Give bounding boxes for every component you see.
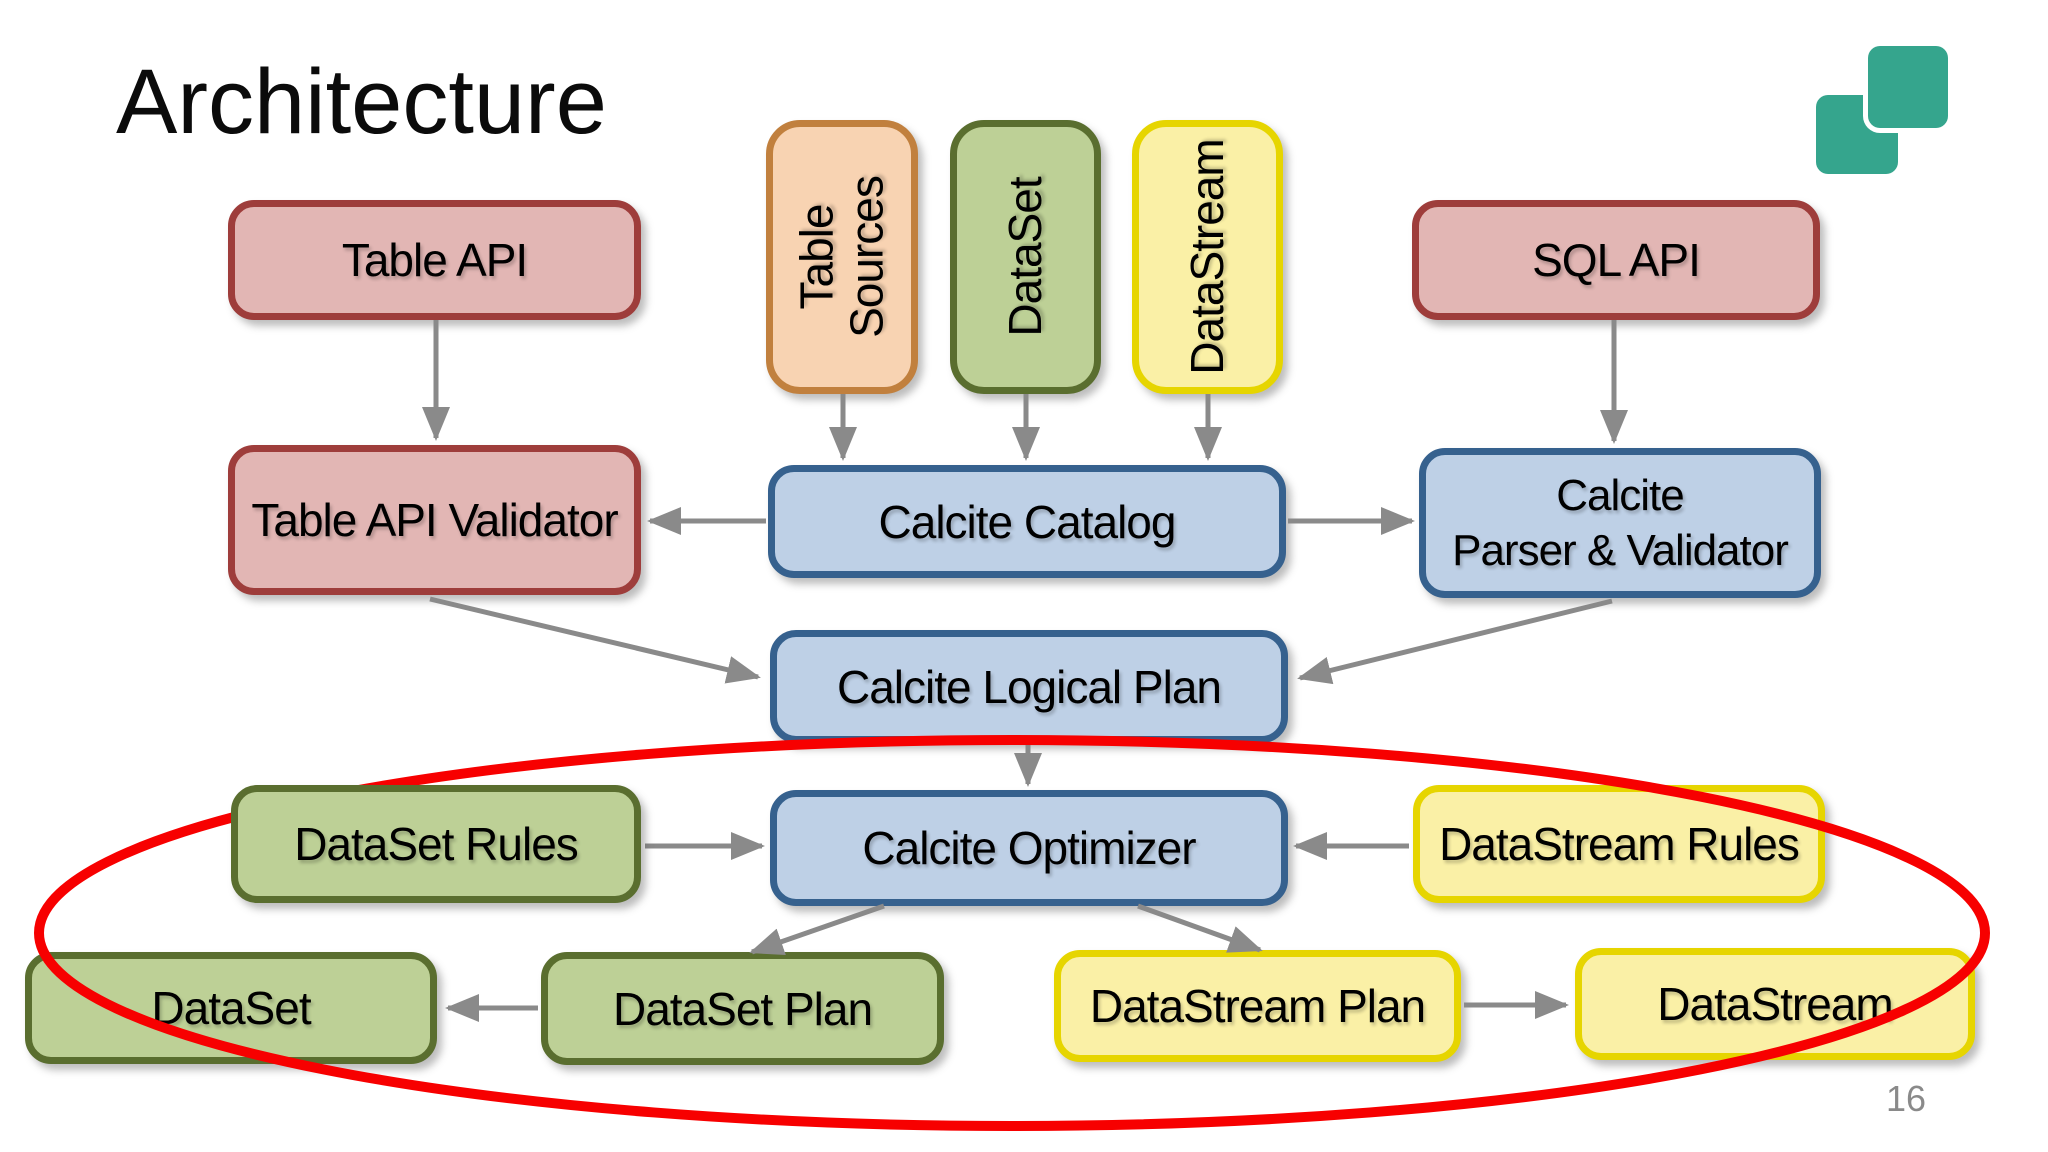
node-dataset-plan: DataSet Plan	[541, 952, 944, 1065]
node-datastream-output: DataStream	[1575, 948, 1975, 1060]
node-datastream-source: DataStream	[1132, 120, 1283, 394]
logo-square-front-icon	[1868, 46, 1948, 128]
node-datastream-rules: DataStream Rules	[1413, 785, 1825, 903]
node-label: Calcite Logical Plan	[836, 660, 1222, 713]
node-dataset-rules: DataSet Rules	[231, 785, 641, 903]
arrow-validator-to-logicalplan	[429, 596, 761, 684]
node-calcite-parser-validator: Calcite Parser & Validator	[1419, 448, 1821, 598]
node-label-line2: Parser & Validator	[1452, 526, 1789, 575]
node-label: Calcite Optimizer	[862, 822, 1196, 874]
node-label: DataSet Rules	[294, 818, 579, 870]
node-label: DataStream Plan	[1089, 980, 1426, 1032]
node-label: Table API Validator	[251, 494, 618, 546]
node-label: DataSet	[998, 177, 1051, 337]
arrow-optimizer-to-datasetplan	[749, 903, 885, 956]
node-table-api: Table API	[228, 200, 641, 320]
node-label: Calcite Catalog	[878, 495, 1177, 548]
node-label: DataSet	[151, 982, 311, 1034]
node-label: DataStream	[1657, 978, 1893, 1030]
node-label: DataStream Rules	[1439, 818, 1800, 870]
arrow-parser-to-logicalplan	[1297, 598, 1613, 685]
node-label-line1: Calcite	[1556, 471, 1684, 520]
node-dataset-output: DataSet	[25, 952, 437, 1064]
node-sql-api: SQL API	[1412, 200, 1820, 320]
node-label: DataSet Plan	[612, 982, 873, 1035]
arrow-optimizer-to-datastreamplan	[1137, 903, 1263, 953]
node-label: DataStream	[1180, 139, 1233, 375]
node-label: Table API	[341, 234, 528, 286]
node-table-api-validator: Table API Validator	[228, 445, 641, 595]
node-calcite-logical-plan: Calcite Logical Plan	[770, 630, 1288, 743]
node-label: SQL API	[1532, 234, 1701, 286]
page-title: Architecture	[116, 51, 607, 153]
node-calcite-optimizer: Calcite Optimizer	[770, 790, 1288, 906]
node-calcite-catalog: Calcite Catalog	[768, 465, 1286, 578]
node-datastream-plan: DataStream Plan	[1054, 950, 1461, 1062]
page-number: 16	[1886, 1078, 1927, 1119]
node-label: Table Sources	[790, 176, 892, 338]
node-label: Calcite Parser & Validator	[1452, 468, 1789, 578]
node-table-sources: Table Sources	[766, 120, 918, 394]
node-dataset-source: DataSet	[950, 120, 1101, 394]
